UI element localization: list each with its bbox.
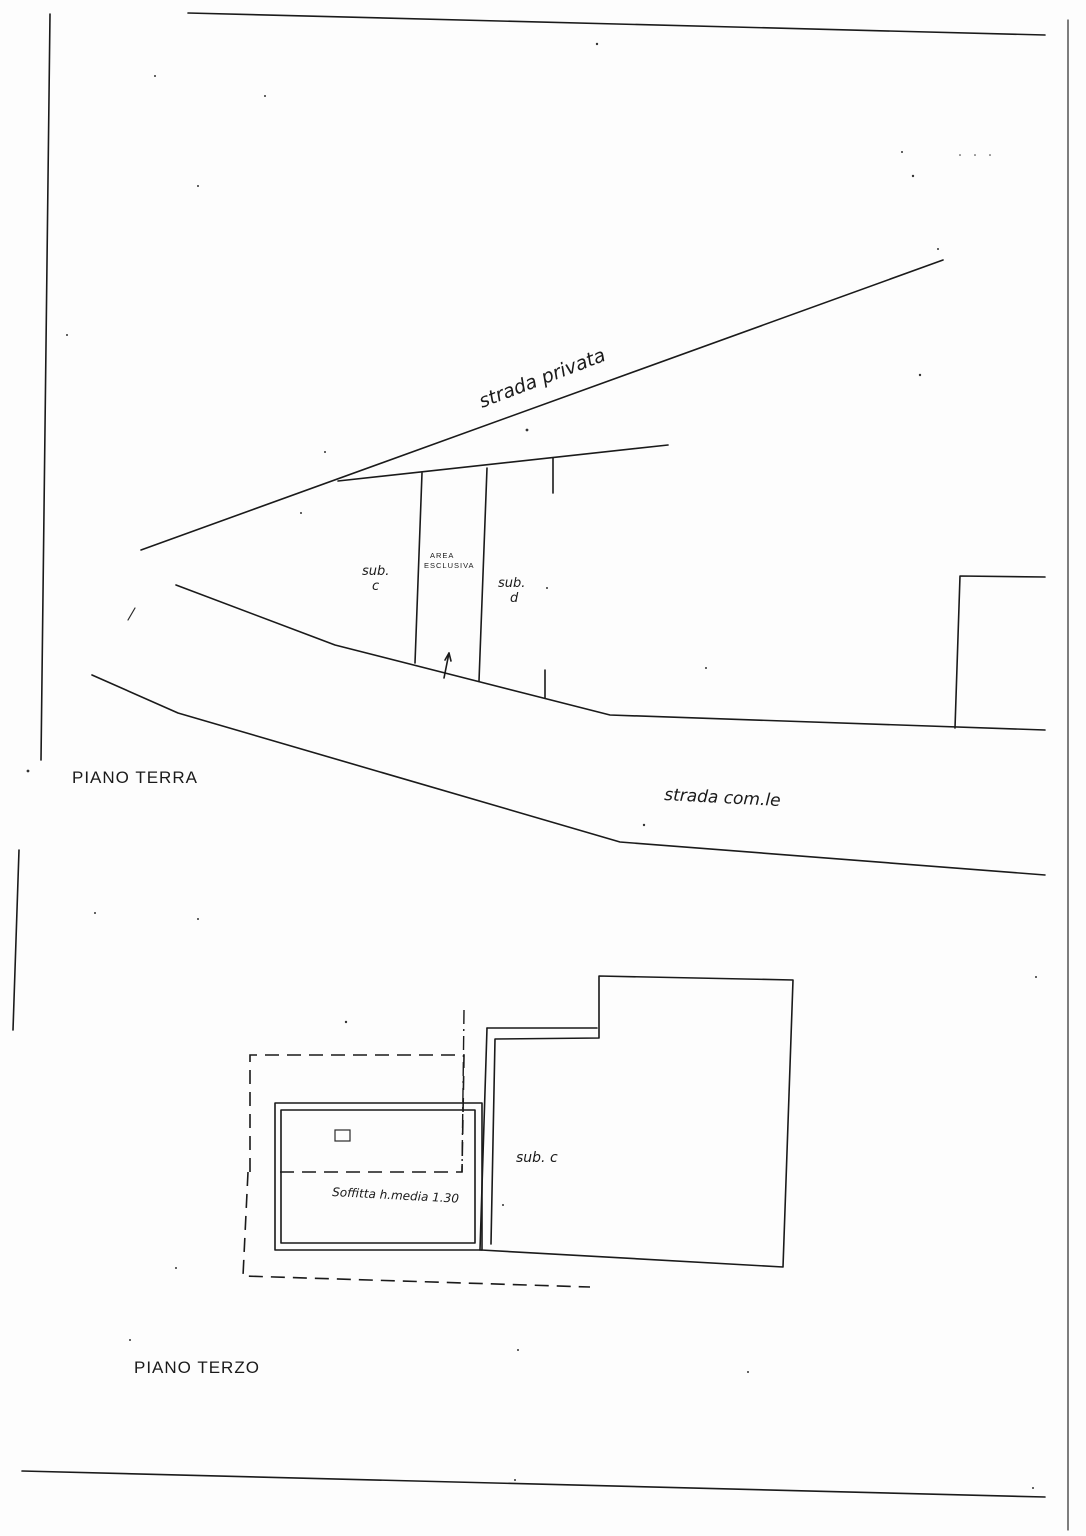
sheet-border xyxy=(12,12,1069,1531)
area-esclusiva-label-line2: ESCLUSIVA xyxy=(424,561,475,570)
strada-comunale-edge xyxy=(91,674,1046,876)
entrance-arrow xyxy=(443,652,452,679)
sub-c-upper-label: sub. c xyxy=(516,1150,558,1166)
lot-boundary-top xyxy=(337,444,669,482)
area-esclusiva-right-wall xyxy=(478,467,488,682)
lower-dashed-outline xyxy=(242,1171,591,1288)
sub-d-label-line2: d xyxy=(510,591,519,606)
left-border-upper xyxy=(40,13,51,761)
adjacent-building xyxy=(954,575,1046,729)
sub-c-ground-label-line2: c xyxy=(372,579,379,594)
drawing-labels: strada privata sub. c AREA ESCLUSIVA sub… xyxy=(72,344,781,1377)
soffitta-inner-wall xyxy=(280,1109,476,1244)
third-floor-plan xyxy=(242,975,794,1288)
skylight xyxy=(334,1129,351,1142)
piano-terzo-label: PIANO TERZO xyxy=(134,1358,260,1377)
upper-dashed-outline xyxy=(249,1054,465,1173)
piano-terra-label: PIANO TERRA xyxy=(72,768,198,787)
sub-d-label-line1: sub. xyxy=(498,576,525,591)
stray-mark xyxy=(127,607,136,621)
lot-boundary-bottom xyxy=(175,584,1046,731)
ground-floor-plan xyxy=(91,259,1046,876)
axis-line xyxy=(461,1009,465,1173)
sub-c-outline-inner xyxy=(480,975,794,1268)
area-esclusiva-label-line1: AREA xyxy=(430,551,454,560)
strada-privata-label: strada privata xyxy=(476,344,609,412)
strada-comunale-label: strada com.le xyxy=(664,785,781,811)
top-border xyxy=(187,12,1046,36)
scan-specks xyxy=(26,42,1037,1489)
left-border-lower xyxy=(12,849,20,1031)
area-esclusiva-left-wall xyxy=(414,472,423,664)
sub-c-ground-label-line1: sub. xyxy=(362,564,389,579)
soffitta-label: Soffitta h.media 1.30 xyxy=(332,1185,460,1206)
soffitta-outer-wall xyxy=(274,1102,483,1251)
strada-privata-edge xyxy=(140,259,944,551)
bottom-border xyxy=(21,1470,1046,1498)
sub-c-outline-left xyxy=(479,1027,488,1251)
